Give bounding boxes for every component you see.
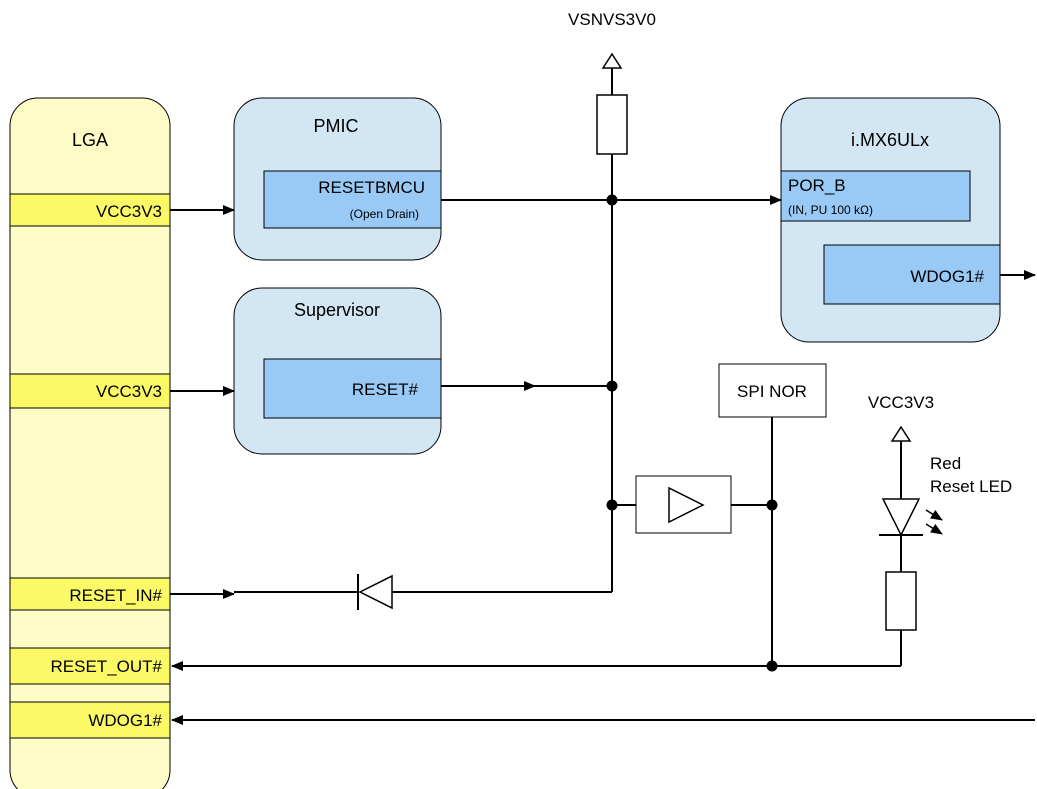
imx6ulx-block: i.MX6ULx POR_B (IN, PU 100 kΩ) WDOG1# [780,97,1001,343]
lga-module: LGA VCC3V3 VCC3V3 RESET_IN# RESET_OUT# W… [9,97,171,789]
led-vcc3v3-label: VCC3V3 [868,393,934,412]
lga-pin-reset-out [9,647,171,685]
pmic-open-drain-note: (Open Drain) [350,207,419,221]
led-label-line1: Red [930,454,961,473]
power-arrow-icon [890,425,912,442]
reset-in-diode-icon [358,574,393,610]
junction-dot [766,499,778,511]
imx6ulx-por-b-note: (IN, PU 100 kΩ) [788,203,873,217]
junctions [606,194,778,672]
lga-pin-wdog1-label: WDOG1# [88,711,162,730]
lga-pin-vcc3v3-pmic-label: VCC3V3 [96,202,162,221]
vsnvs3v0-rail: VSNVS3V0 [568,10,656,592]
pmic-title: PMIC [314,116,359,136]
imx6ulx-title: i.MX6ULx [851,130,929,150]
lga-pin-reset-in-label: RESET_IN# [69,586,162,605]
vsnvs3v0-label: VSNVS3V0 [568,10,656,29]
spi-nor-label: SPI NOR [737,382,807,401]
wires [170,195,1036,725]
imx6ulx-wdog1-pin [823,244,1001,305]
imx6ulx-por-b-label: POR_B [788,176,846,195]
imx6ulx-por-b-pin [780,170,971,222]
led-diode-icon [881,498,921,537]
pmic-block: PMIC RESETBMCU (Open Drain) [233,97,442,261]
buffer-triangle-icon [668,486,705,524]
supervisor-reset-pin [263,358,442,419]
spi-nor-block: SPI NOR [718,363,827,666]
junction-dot [766,660,778,672]
pullup-resistor [596,94,628,155]
supervisor-reset-label: RESET# [352,380,419,399]
power-arrow-icon [601,52,623,69]
lga-title: LGA [72,130,108,150]
lga-pin-vcc3v3-supervisor [9,373,171,409]
imx6ulx-wdog1-label: WDOG1# [910,267,984,286]
pmic-resetbmcu-label: RESETBMCU [318,178,425,197]
supervisor-block: Supervisor RESET# [233,287,442,455]
led-resistor [885,571,917,631]
junction-dot [606,194,618,206]
junction-dot [606,499,618,511]
lga-pin-reset-out-label: RESET_OUT# [51,657,163,676]
buffer-block [612,475,772,534]
lga-body [9,97,171,789]
junction-dot [606,380,618,392]
led-emission-icon [925,509,943,535]
led-rail: VCC3V3 Red Reset LED [868,393,1012,666]
led-label-line2: Reset LED [930,477,1012,496]
lga-pin-wdog1 [9,701,171,739]
lga-pin-vcc3v3-pmic [9,193,171,227]
lga-pin-vcc3v3-supervisor-label: VCC3V3 [96,382,162,401]
lga-pin-reset-in [9,577,171,611]
pmic-resetbmcu-pin [263,170,442,229]
supervisor-title: Supervisor [294,300,380,320]
spi-nor-box [718,363,827,418]
